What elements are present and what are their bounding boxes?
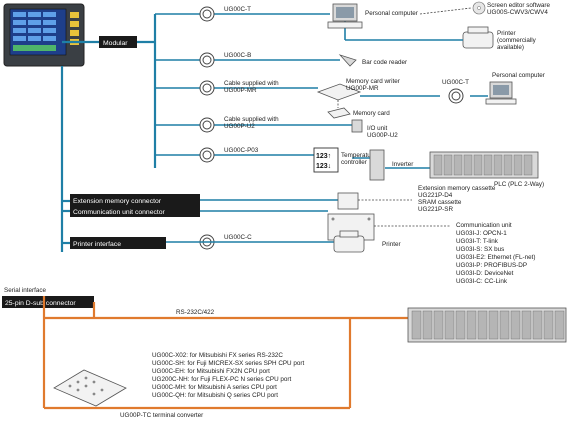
comm-unit-item: UG03I-T: T-link — [456, 238, 499, 245]
printer-label-1: Printer — [497, 30, 516, 37]
memory-card-writer-label-1: Memory card writer — [346, 78, 400, 85]
cable-u2-label-2: UG00P-U2 — [224, 123, 255, 130]
modular-port: Modular — [99, 36, 137, 48]
hmi-touch-panel — [3, 3, 85, 67]
comm-unit-item: UG03I-D: DeviceNet — [456, 270, 514, 277]
cable-ug00c-t-label: UG00C-T — [224, 6, 251, 13]
blue-trunk-lines — [60, 14, 157, 252]
screen-editor-label-2: UG00S-CWV3/CWV4 — [487, 9, 548, 16]
dsub-connector-port: 25-pin D-sub connector — [2, 296, 94, 308]
screen-editor-label-1: Screen editor software — [487, 2, 550, 9]
personal-computer-2-label: Personal computer — [492, 72, 545, 79]
printer-2-icon — [333, 230, 365, 253]
orange-serial-lines — [42, 296, 408, 410]
serial-cable-item: UG00C-SH: for Fuji MICREX-SX series SPH … — [152, 360, 304, 367]
io-unit-label-2: UG00P-U2 — [367, 132, 398, 139]
printer-icon — [462, 26, 494, 49]
serial-cable-list: UG00C-X02: for Mitsubishi FX series RS-2… — [152, 352, 304, 399]
cable-mr-label-1: Cable supplied with — [224, 80, 279, 87]
temp-display-1: 123↑ — [316, 153, 331, 160]
bar-code-reader-icon — [338, 54, 357, 67]
temp-display-2: 123↓ — [316, 163, 331, 170]
serial-cable-item: UG00C-EH: for Mitsubishi FX2N CPU port — [152, 368, 270, 375]
cable-p03-label: UG00C-P03 — [224, 147, 259, 154]
plc-rack-icon — [407, 307, 567, 343]
comm-unit-item: UG03I-P: PROFIBUS-DP — [456, 262, 527, 269]
bar-code-reader-label: Bar code reader — [362, 59, 407, 66]
temperature-controller-icon: 123↑ 123↓ — [313, 147, 339, 173]
personal-computer-2-icon — [485, 81, 517, 105]
plc-label: PLC (PLC 2-Way) — [494, 181, 544, 188]
serial-cable-item: UG00C-QH: for Mitsubishi Q series CPU po… — [152, 392, 278, 399]
inverter-label: Inverter — [392, 161, 413, 168]
comm-unit-item: UG03I-E2: Ethernet (FL-net) — [456, 254, 535, 261]
communication-units-title: Communication unit — [456, 222, 512, 229]
extension-memory-port: Extension memory connector — [70, 194, 200, 206]
screen-editor-cd-icon — [472, 1, 486, 15]
personal-computer-icon — [327, 3, 363, 29]
extension-memory-label: Extension memory connector — [73, 198, 162, 205]
terminal-converter-label: UG00P-TC terminal converter — [120, 412, 203, 419]
serial-interface-label: Serial interface — [4, 287, 46, 294]
dsub-connector-label: 25-pin D-sub connector — [5, 300, 76, 307]
comm-unit-item: UG03I-C: CC-Link — [456, 278, 508, 285]
extension-label-1: Extension memory cassette — [418, 185, 496, 192]
extension-label-3: SRAM cassette — [418, 199, 462, 206]
printer-interface-port: Printer interface — [70, 237, 166, 249]
cable-u2-label-1: Cable supplied with — [224, 116, 279, 123]
io-unit-label-1: I/O unit — [367, 125, 388, 132]
terminal-converter-icon — [53, 369, 127, 407]
extension-memory-cassette-icon — [337, 192, 359, 210]
serial-cable-item: UG00C-X02: for Mitsubishi FX series RS-2… — [152, 352, 283, 359]
memory-card-writer-label-2: UG00P-MR — [346, 85, 379, 92]
memory-card-writer-icon — [316, 83, 362, 101]
printer-2-label: Printer — [382, 241, 401, 248]
cable-ug00c-c-label: UG00C-C — [224, 234, 252, 241]
temperature-label-1: Temperature — [341, 152, 377, 159]
io-unit-icon — [351, 119, 363, 133]
serial-cable-item: UG00C-MH: for Mitsubishi A series CPU po… — [152, 384, 277, 391]
temperature-label-2: controller — [341, 159, 367, 166]
modular-label: Modular — [103, 40, 128, 47]
communication-unit-port: Communication unit connector — [70, 205, 200, 217]
memory-card-label: Memory card — [353, 110, 390, 117]
printer-label-3: available) — [497, 44, 524, 51]
cable-coil-icons — [199, 6, 464, 250]
communication-unit-label: Communication unit connector — [73, 209, 166, 216]
rs232-label: RS-232C/422 — [176, 309, 215, 316]
printer-interface-label: Printer interface — [73, 241, 121, 248]
plc-icon — [429, 151, 539, 179]
personal-computer-label: Personal computer — [365, 10, 418, 17]
printer-label-2: (commercially — [497, 37, 537, 44]
cable-ug00c-t2-label: UG00C-T — [442, 79, 469, 86]
cable-mr-label-2: UG00P-MR — [224, 87, 257, 94]
serial-cable-item: UG200C-NH: for Fuji FLEX-PC N series CPU… — [152, 376, 292, 383]
comm-unit-item: UG03I-S: SX bus — [456, 246, 504, 253]
extension-label-4: UG221P-SR — [418, 206, 453, 213]
inverter-icon — [369, 149, 385, 181]
cable-ug00c-b-label: UG00C-B — [224, 52, 251, 59]
extension-label-2: UG221P-D4 — [418, 192, 453, 199]
comm-unit-item: UG03I-J: OPCN-1 — [456, 230, 507, 237]
memory-card-icon — [327, 107, 351, 119]
